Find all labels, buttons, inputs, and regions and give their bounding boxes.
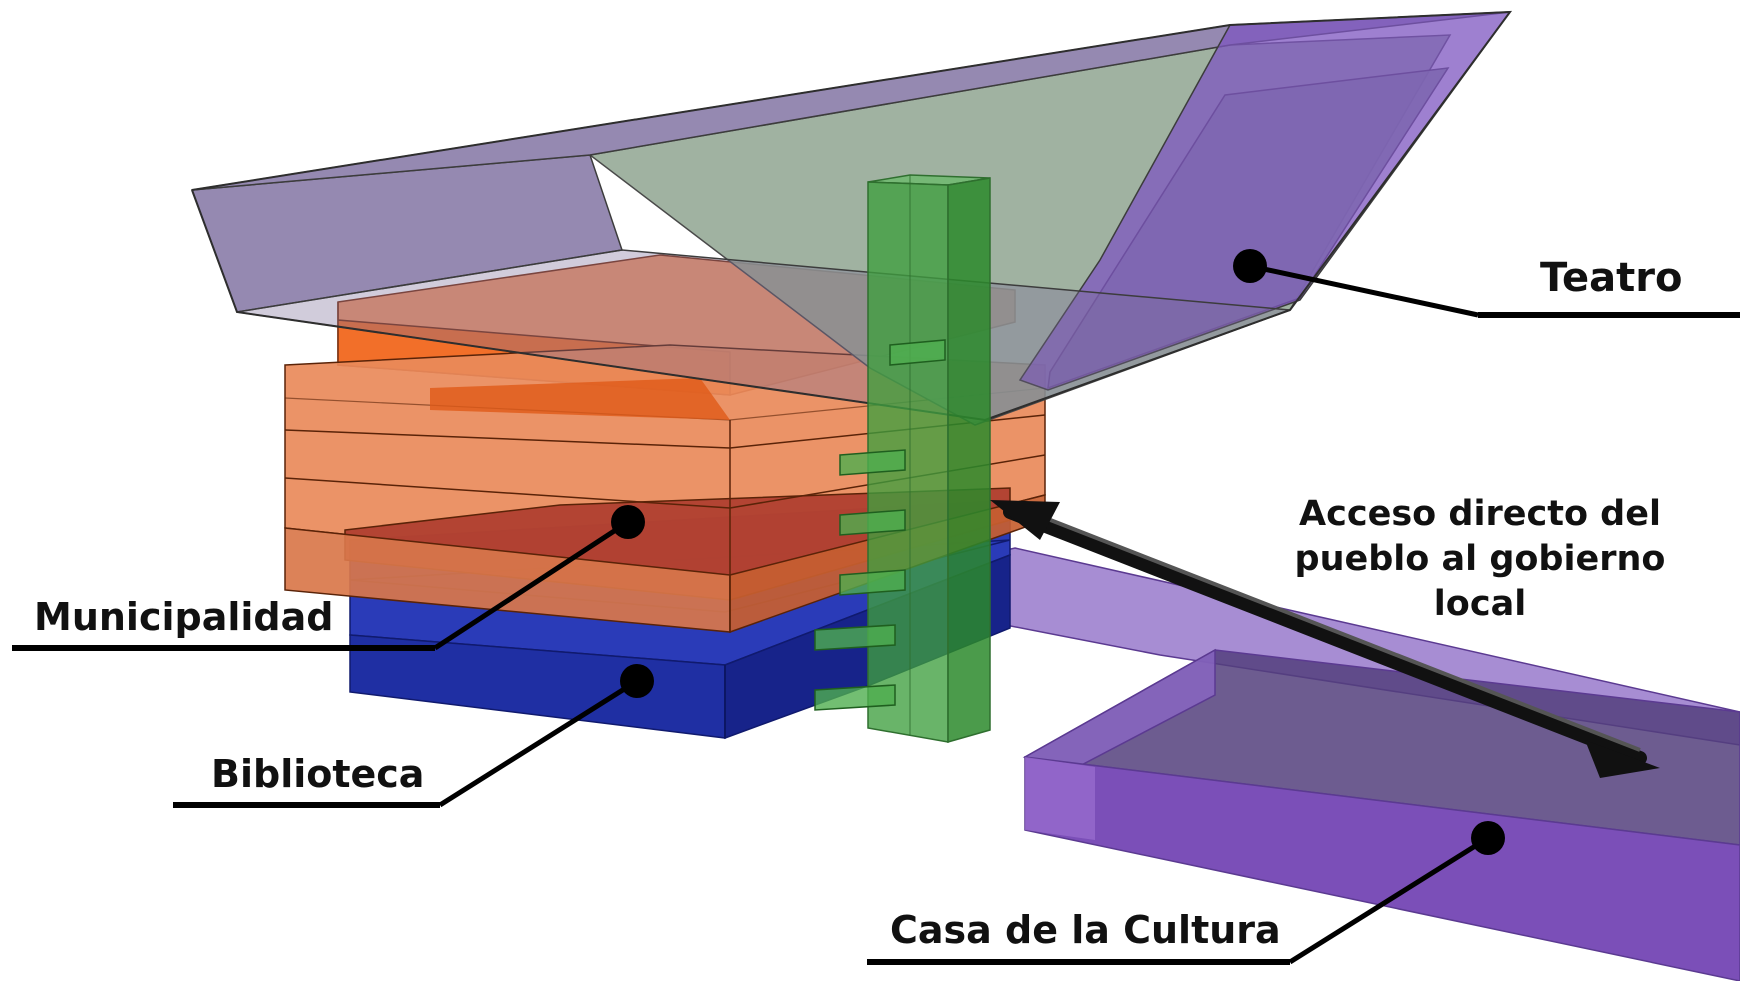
label-biblioteca: Biblioteca [211, 752, 425, 796]
label-acceso-line-2: pueblo al gobierno local [1294, 539, 1666, 624]
casa-de-la-cultura-volume [984, 547, 1740, 981]
leader-municipalidad [12, 505, 645, 651]
teatro-volume [190, 10, 1513, 426]
leader-biblioteca [173, 664, 654, 808]
label-casa-de-la-cultura: Casa de la Cultura [890, 908, 1281, 952]
direct-access-arrow [990, 500, 1660, 778]
leader-casa-de-la-cultura [867, 821, 1505, 965]
label-municipalidad: Municipalidad [34, 595, 334, 639]
label-teatro: Teatro [1540, 255, 1683, 301]
circulation-core [814, 174, 991, 743]
label-acceso-line-1: Acceso directo del [1299, 494, 1661, 534]
label-acceso-directo: Acceso directo del pueblo al gobierno lo… [1260, 492, 1700, 627]
leader-teatro [1233, 249, 1740, 318]
